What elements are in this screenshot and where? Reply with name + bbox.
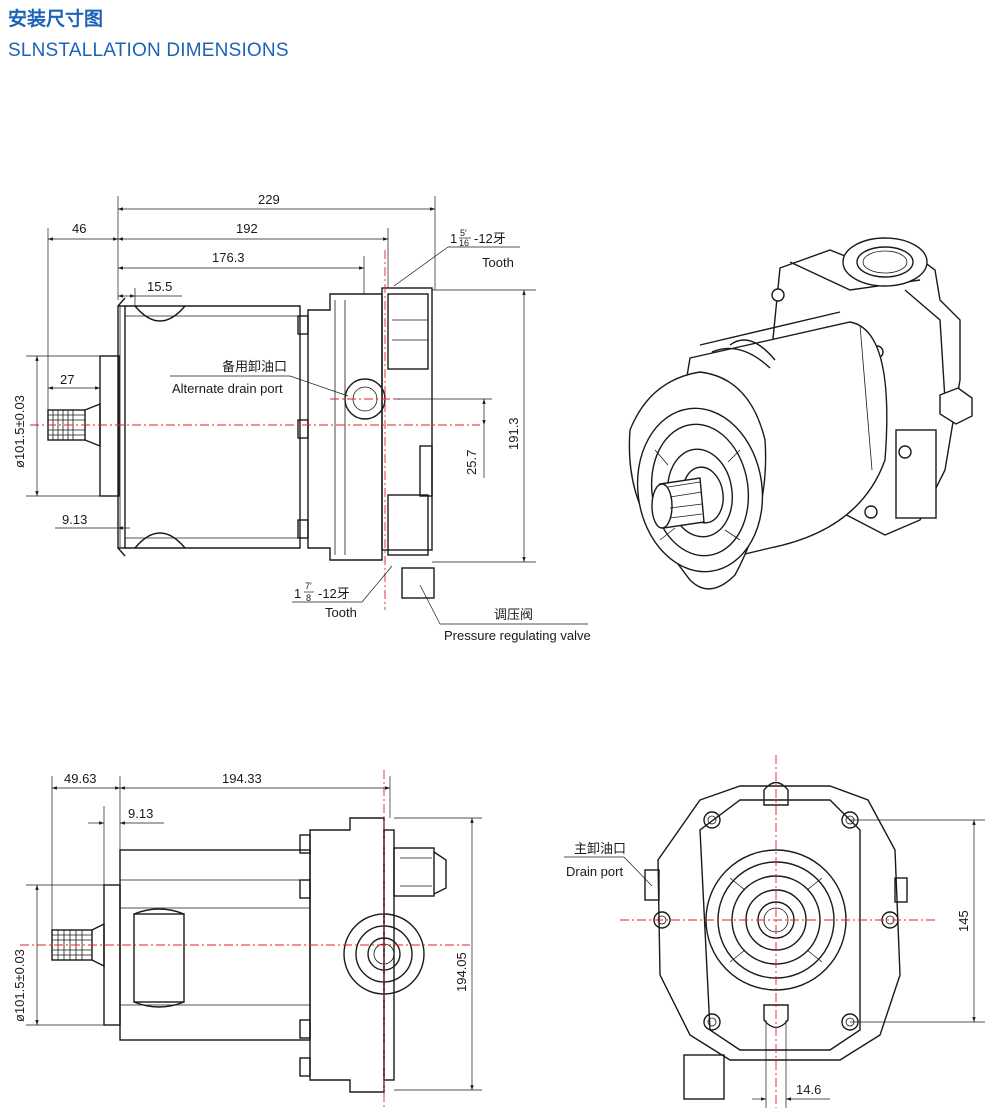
dim-145-label: 145 (956, 910, 971, 932)
top-view: 49.63 194.33 9.13 ø101.5±0.03 194.05 (12, 770, 482, 1110)
dim-14-6 (752, 1020, 830, 1108)
drain-cn: 主卸油口 (574, 841, 626, 856)
dim-diameter-top (26, 884, 104, 1026)
dim-25-7-label: 25.7 (464, 450, 479, 475)
thread-bottom-num: 7′ (305, 581, 312, 591)
alt-drain-en: Alternate drain port (172, 381, 283, 396)
dim-49-63-label: 49.63 (64, 771, 97, 786)
thread-top-en: Tooth (482, 255, 514, 270)
thread-top-whole: 1 (450, 231, 457, 246)
front-outline (657, 785, 901, 1061)
dim-diameter-top-label: ø101.5±0.03 (12, 949, 27, 1022)
dim-229-label: 229 (258, 192, 280, 207)
thread-bottom-whole: 1 (294, 586, 301, 601)
isometric-view (628, 237, 973, 590)
dim-15-5 (118, 288, 182, 306)
side-rear-housing (307, 287, 435, 599)
top-rear-housing (309, 817, 447, 1093)
side-pilot-flange (99, 297, 126, 557)
dim-27-label: 27 (60, 372, 74, 387)
dim-14-6-label: 14.6 (796, 1082, 821, 1097)
thread-bottom-leader (292, 565, 393, 603)
dim-176-3 (118, 256, 365, 294)
valve-en: Pressure regulating valve (444, 628, 591, 643)
valve-cn: 调压阀 (494, 607, 533, 622)
dim-diameter-side-label: ø101.5±0.03 (12, 395, 27, 468)
dim-diameter-side (26, 355, 100, 497)
dim-27 (48, 378, 101, 404)
page-title-en: SLNSTALLATION DIMENSIONS (8, 40, 289, 61)
drain-en: Drain port (566, 864, 623, 879)
iso-shaft (651, 477, 705, 529)
dim-192-label: 192 (236, 221, 258, 236)
dim-46-192 (47, 228, 389, 410)
drain-leader (564, 856, 653, 887)
dim-191-3 (432, 289, 536, 563)
thread-bottom-den: 8 (306, 593, 311, 603)
alt-drain-leader (170, 375, 349, 397)
dim-194-33-label: 194.33 (222, 771, 262, 786)
front-view: 主卸油口 Drain port 145 14.6 (564, 755, 985, 1108)
dim-145 (850, 819, 985, 1023)
top-shaft (51, 922, 105, 968)
top-pilot (103, 884, 121, 1026)
dim-194-05 (394, 817, 482, 1091)
thread-top-rest: -12牙 (474, 231, 506, 246)
page-title-cn: 安装尺寸图 (8, 8, 104, 30)
thread-top-den: 16 (459, 238, 469, 248)
dim-15-5-label: 15.5 (147, 279, 172, 294)
dim-top-9-13 (88, 806, 164, 924)
thread-top-num: 5′ (460, 228, 467, 238)
side-shaft (47, 402, 101, 448)
thread-bottom-rest: -12牙 (318, 586, 350, 601)
dim-top-9-13-label: 9.13 (128, 806, 153, 821)
thread-top-leader (393, 246, 520, 287)
top-body (119, 834, 311, 1077)
dim-176-3-label: 176.3 (212, 250, 245, 265)
alt-drain-cn: 备用卸油口 (222, 359, 287, 374)
dim-9-13-label: 9.13 (62, 512, 87, 527)
dim-25-7 (395, 398, 492, 478)
dim-194-05-label: 194.05 (454, 952, 469, 992)
thread-bottom-en: Tooth (325, 605, 357, 620)
side-body (125, 305, 309, 549)
dim-191-3-label: 191.3 (506, 417, 521, 450)
valve-leader (419, 584, 588, 625)
side-view: 229 46 192 176.3 15.5 27 (12, 192, 591, 643)
dim-229 (117, 196, 436, 300)
dim-46-label: 46 (72, 221, 86, 236)
dim-49-63-194-33 (51, 776, 391, 930)
